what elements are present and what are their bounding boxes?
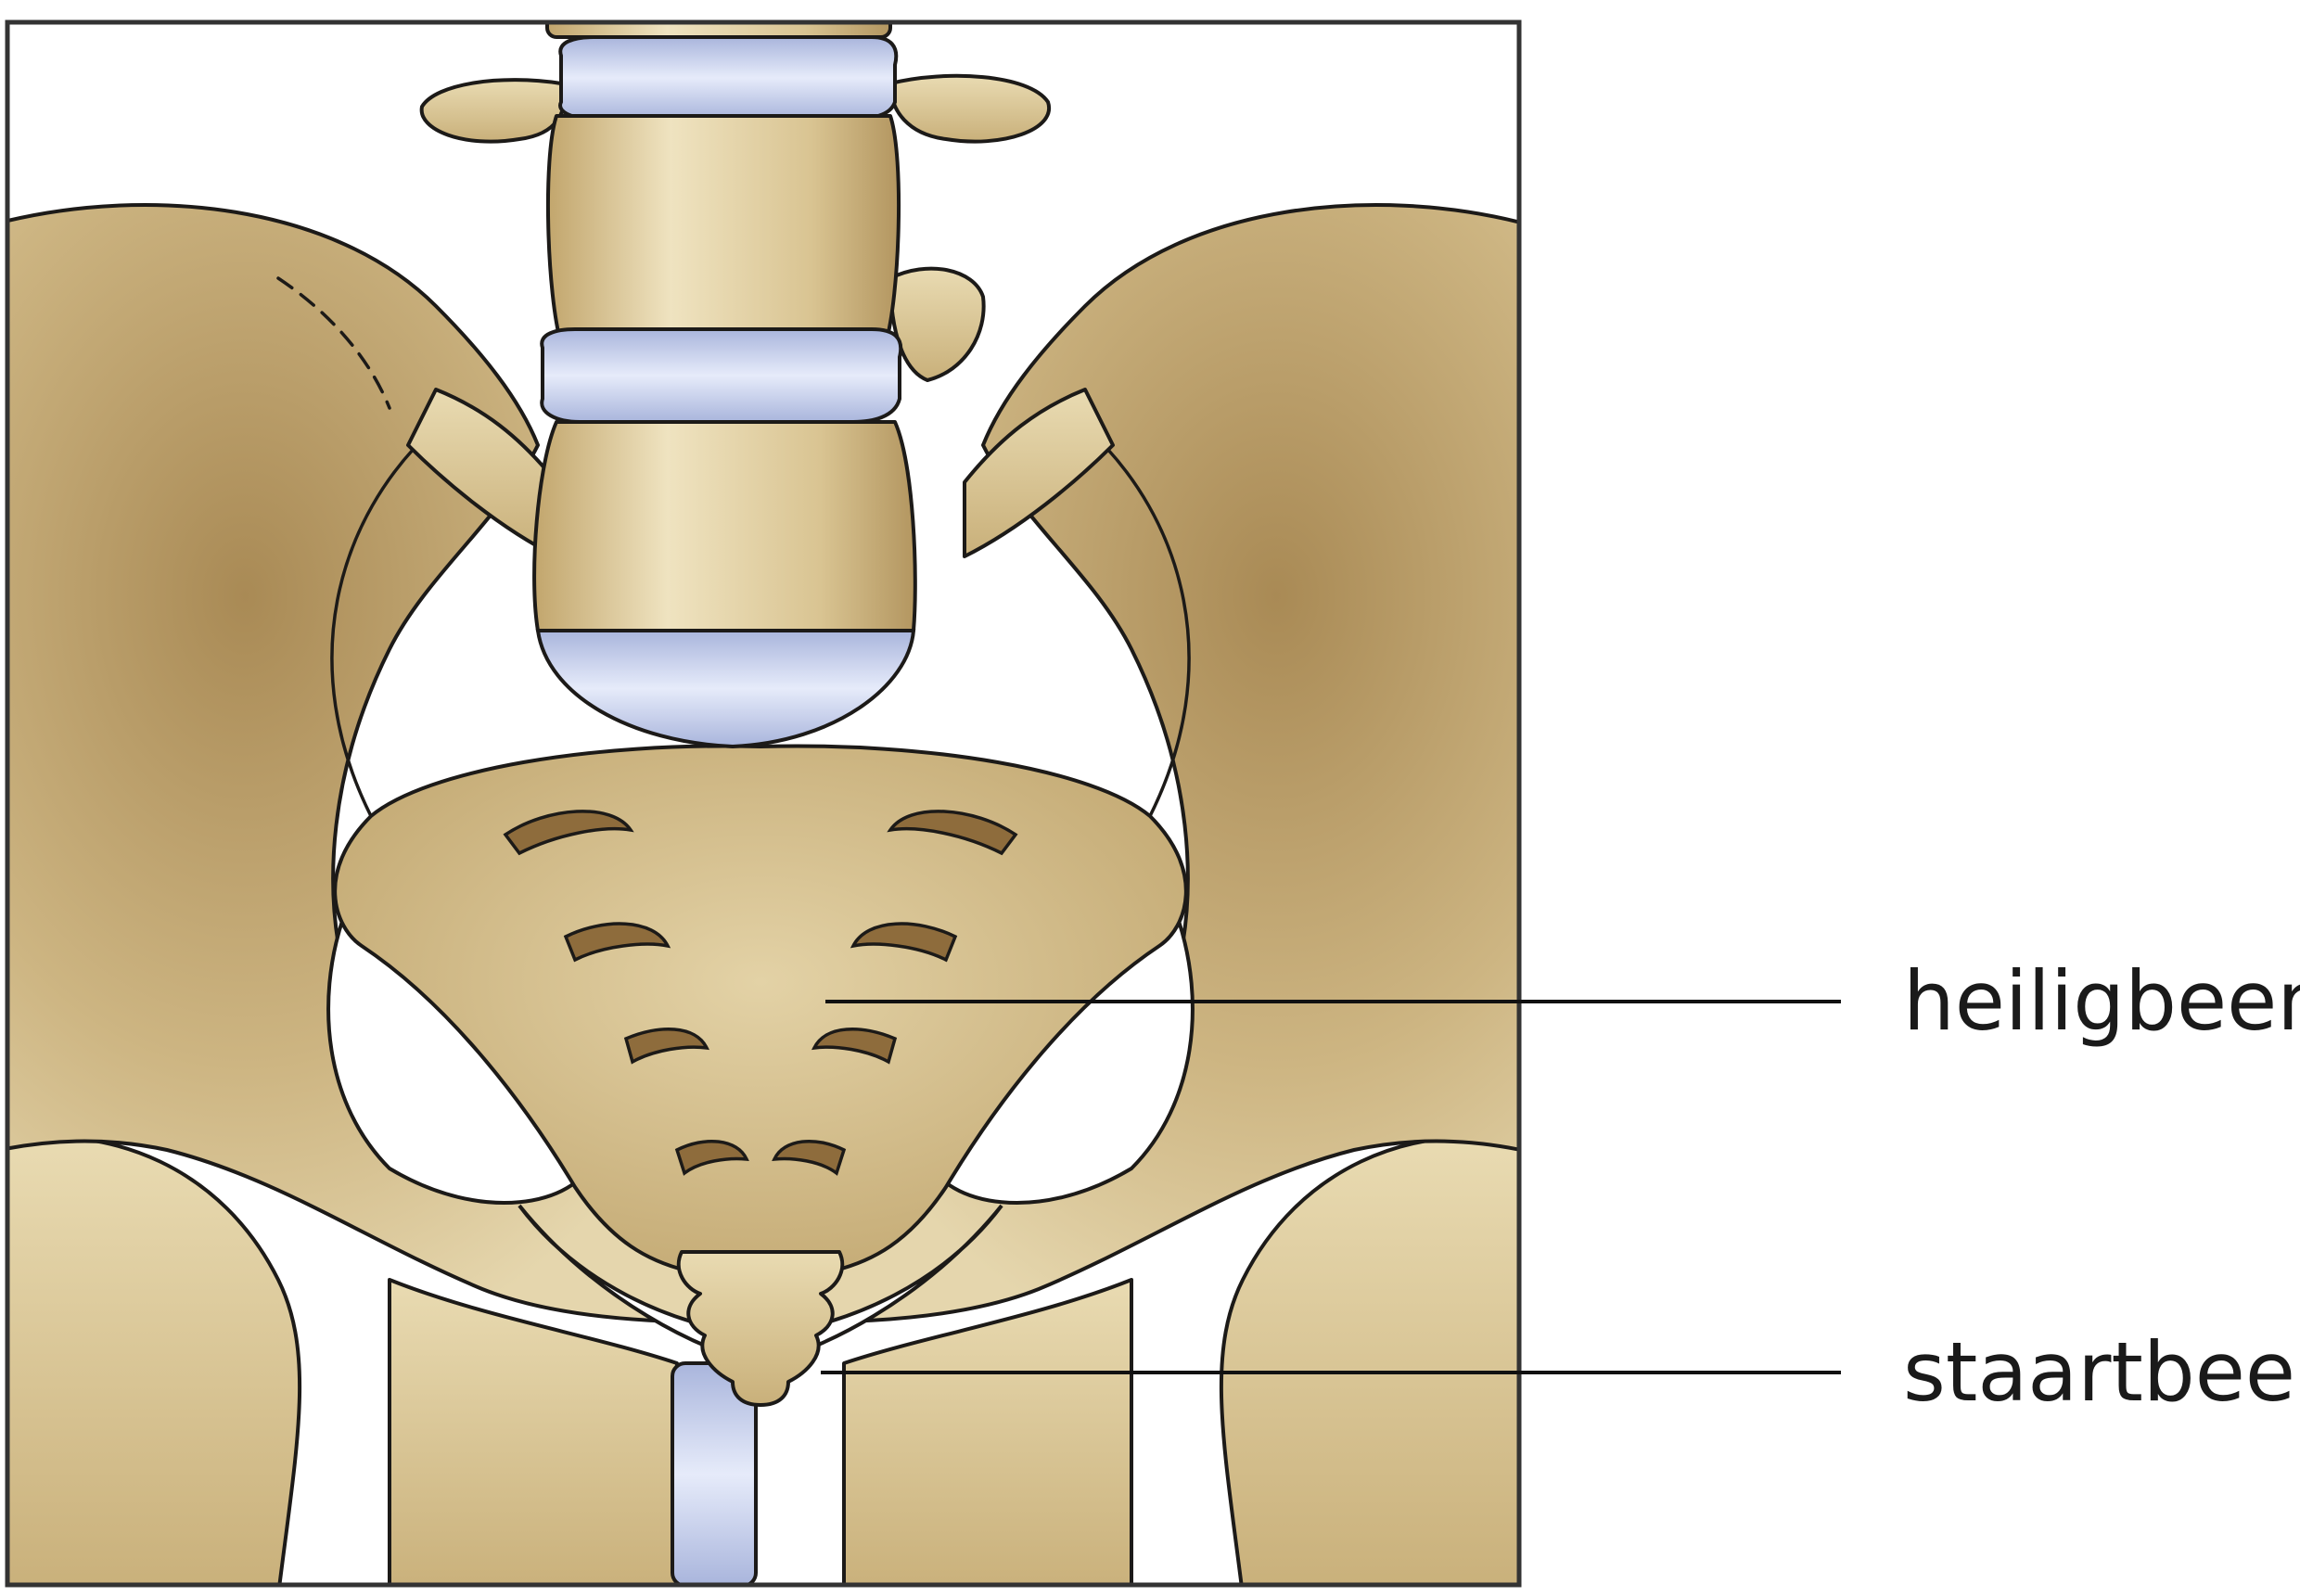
- vertebra-l4: [545, 114, 901, 345]
- transverse-process: [888, 266, 986, 382]
- left-ischium: [7, 1134, 302, 1585]
- sacral-foramen: [772, 1139, 847, 1176]
- pubic-left: [388, 1278, 679, 1585]
- pubic-right: [842, 1278, 1133, 1585]
- figure-frame: [5, 19, 1522, 1588]
- intervertebral-disc-2: [540, 327, 903, 424]
- right-ischium: [1219, 1134, 1519, 1585]
- sacral-foramen: [503, 810, 634, 856]
- pelvic-outlet: [518, 1204, 1003, 1366]
- coccyx: [676, 1250, 845, 1407]
- label-heiligbeen: heiligbeen: [1903, 953, 2300, 1049]
- sacral-foramen: [887, 810, 1018, 856]
- sacral-foramen: [850, 922, 958, 963]
- intervertebral-disc-3: [535, 629, 916, 749]
- sacral-foramen: [811, 1028, 898, 1065]
- transverse-process: [419, 78, 566, 144]
- label-staartbeen: staartbeen: [1903, 1324, 2300, 1420]
- vertebra-upper: [545, 22, 892, 39]
- intervertebral-disc-1: [558, 35, 899, 121]
- sacral-foramen: [674, 1139, 749, 1176]
- vertebra-l5: [532, 420, 917, 632]
- sacral-foramen: [623, 1028, 709, 1065]
- sacrum: [333, 744, 1188, 1272]
- sacral-foramen: [563, 922, 671, 963]
- transverse-process: [888, 73, 1052, 144]
